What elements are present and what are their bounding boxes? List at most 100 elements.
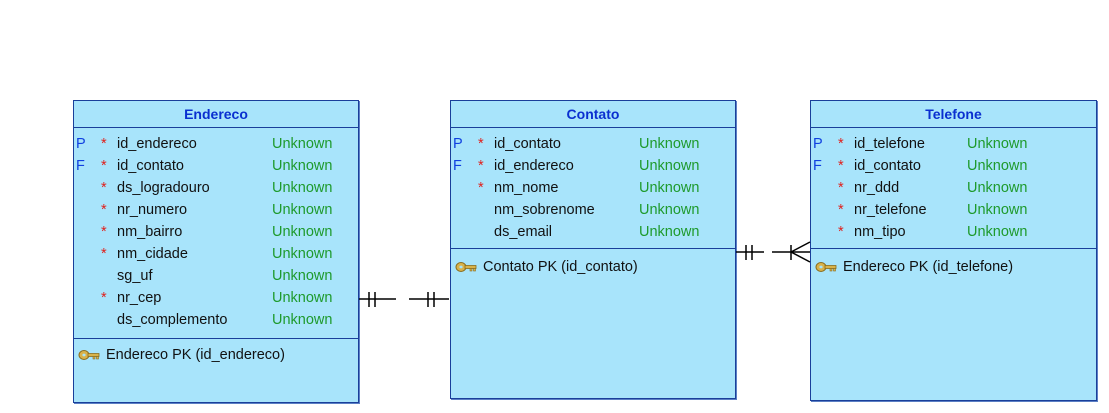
key-section-divider (451, 248, 735, 249)
key-icon (455, 261, 477, 273)
attribute-name: nm_sobrenome (494, 202, 595, 218)
key-flag: F (813, 158, 822, 174)
attribute-row[interactable]: * nm_tipo Unknown (811, 221, 1096, 243)
attribute-type: Unknown (967, 202, 1028, 218)
attribute-type: Unknown (639, 136, 700, 152)
required-marker: * (101, 202, 107, 218)
attribute-row[interactable]: * nm_cidade Unknown (74, 243, 358, 265)
crowfoot-line (790, 251, 811, 263)
attribute-type: Unknown (967, 224, 1028, 240)
relationship-contato-telefone[interactable] (736, 241, 811, 263)
attribute-row[interactable]: ds_complemento Unknown (74, 309, 358, 331)
attribute-row[interactable]: P * id_endereco Unknown (74, 133, 358, 155)
attribute-type: Unknown (272, 224, 333, 240)
attribute-name: ds_complemento (117, 312, 228, 328)
attribute-row[interactable]: P * id_contato Unknown (451, 133, 735, 155)
attribute-type: Unknown (272, 268, 333, 284)
key-flag: P (76, 136, 86, 152)
relationship-endereco-contato[interactable] (359, 292, 449, 307)
attribute-name: ds_logradouro (117, 180, 210, 196)
attribute-type: Unknown (639, 180, 700, 196)
attribute-row[interactable]: F * id_endereco Unknown (451, 155, 735, 177)
key-icon (78, 349, 100, 361)
key-label: Endereco PK (id_endereco) (106, 347, 285, 363)
key-flag: P (813, 136, 823, 152)
attribute-row[interactable]: * nr_ddd Unknown (811, 177, 1096, 199)
entity-title: Telefone (811, 101, 1096, 128)
attribute-row[interactable]: nm_sobrenome Unknown (451, 199, 735, 221)
attribute-row[interactable]: * nr_telefone Unknown (811, 199, 1096, 221)
attribute-name: ds_email (494, 224, 553, 240)
attribute-type: Unknown (967, 158, 1028, 174)
primary-key-constraint[interactable]: Endereco PK (id_endereco) (78, 345, 285, 365)
attribute-type: Unknown (639, 158, 700, 174)
attribute-name: nm_bairro (117, 224, 183, 240)
required-marker: * (478, 158, 484, 174)
attribute-row[interactable]: * nm_bairro Unknown (74, 221, 358, 243)
crowfoot-line (790, 241, 811, 253)
required-marker: * (101, 180, 107, 196)
attribute-row[interactable]: sg_uf Unknown (74, 265, 358, 287)
required-marker: * (101, 290, 107, 306)
attribute-name: nr_ddd (854, 180, 900, 196)
attribute-type: Unknown (967, 180, 1028, 196)
attribute-type: Unknown (639, 224, 700, 240)
primary-key-constraint[interactable]: Contato PK (id_contato) (455, 257, 638, 277)
key-label: Contato PK (id_contato) (483, 259, 638, 275)
key-section-divider (74, 338, 358, 339)
attribute-type: Unknown (272, 136, 333, 152)
required-marker: * (838, 180, 844, 196)
attribute-name: nm_cidade (117, 246, 188, 262)
attribute-name: nr_telefone (854, 202, 927, 218)
required-marker: * (478, 136, 484, 152)
key-flag: F (453, 158, 462, 174)
attribute-type: Unknown (272, 180, 333, 196)
attribute-type: Unknown (967, 136, 1028, 152)
attribute-name: nm_nome (494, 180, 559, 196)
attribute-name: id_contato (854, 158, 921, 174)
attribute-name: id_endereco (117, 136, 197, 152)
required-marker: * (101, 136, 107, 152)
required-marker: * (101, 158, 107, 174)
attribute-row[interactable]: * nm_nome Unknown (451, 177, 735, 199)
attribute-type: Unknown (272, 158, 333, 174)
key-label: Endereco PK (id_telefone) (843, 259, 1014, 275)
attribute-type: Unknown (272, 202, 333, 218)
attribute-name: sg_uf (117, 268, 153, 284)
key-flag: P (453, 136, 463, 152)
primary-key-constraint[interactable]: Endereco PK (id_telefone) (815, 257, 1013, 277)
attribute-row[interactable]: * nr_cep Unknown (74, 287, 358, 309)
attribute-name: id_contato (494, 136, 561, 152)
attribute-row[interactable]: F * id_contato Unknown (811, 155, 1096, 177)
attribute-row[interactable]: * ds_logradouro Unknown (74, 177, 358, 199)
attribute-name: id_contato (117, 158, 184, 174)
attribute-name: nr_cep (117, 290, 162, 306)
required-marker: * (101, 224, 107, 240)
required-marker: * (838, 136, 844, 152)
attribute-row[interactable]: P * id_telefone Unknown (811, 133, 1096, 155)
required-marker: * (101, 246, 107, 262)
required-marker: * (478, 180, 484, 196)
required-marker: * (838, 224, 844, 240)
entity-title: Endereco (74, 101, 358, 128)
attribute-name: id_telefone (854, 136, 925, 152)
attribute-row[interactable]: ds_email Unknown (451, 221, 735, 243)
required-marker: * (838, 158, 844, 174)
required-marker: * (838, 202, 844, 218)
attribute-type: Unknown (272, 290, 333, 306)
attribute-type: Unknown (639, 202, 700, 218)
attribute-type: Unknown (272, 246, 333, 262)
attribute-name: nm_tipo (854, 224, 906, 240)
attribute-type: Unknown (272, 312, 333, 328)
entity-title: Contato (451, 101, 735, 128)
attribute-name: id_endereco (494, 158, 574, 174)
